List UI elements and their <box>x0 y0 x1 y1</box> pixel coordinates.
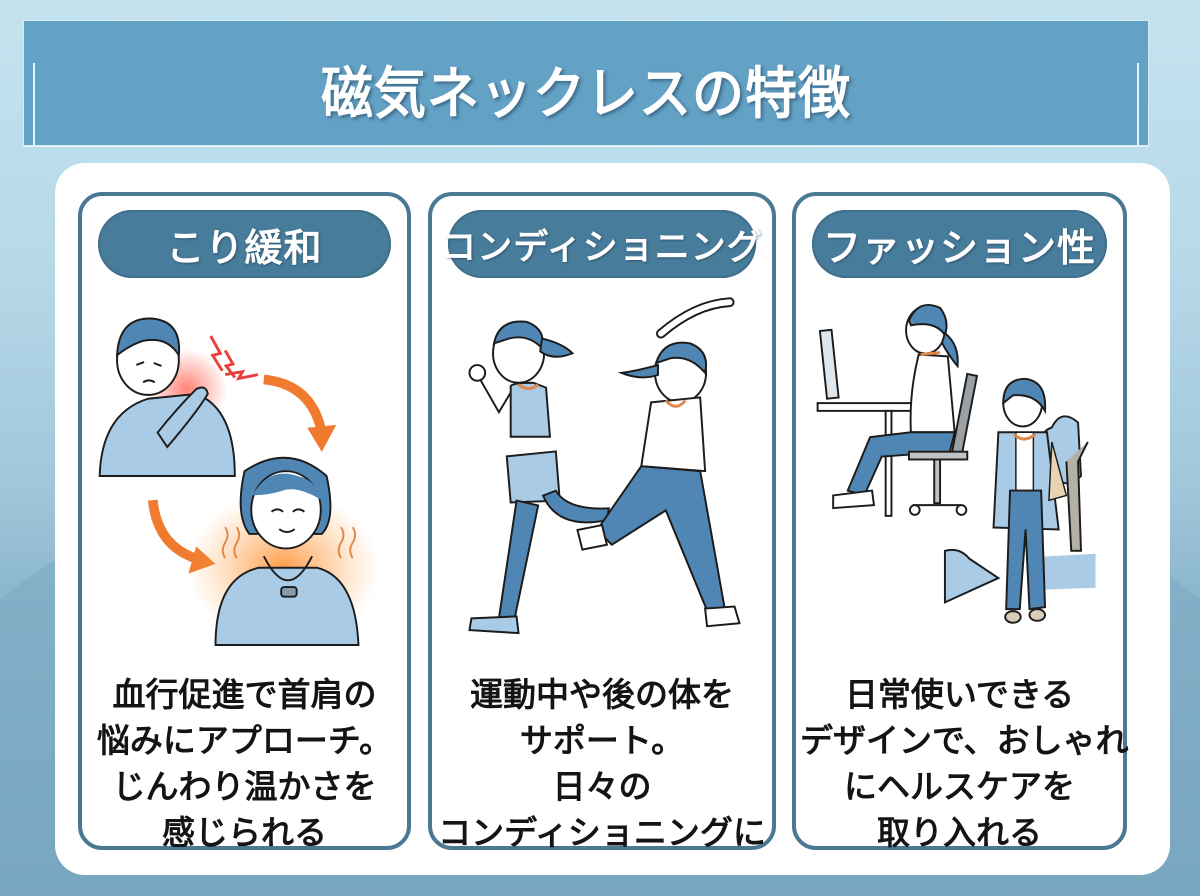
conditioning-illustration <box>440 291 764 661</box>
card-heading-pill: こり緩和 <box>98 210 391 278</box>
description-line: 日々の <box>552 767 652 806</box>
runners-icon <box>468 297 741 635</box>
description-line: コンディショニングに <box>438 813 766 852</box>
description-line: 悩みにアプローチ。 <box>96 721 393 760</box>
card-heading: コンディショニング <box>441 227 763 268</box>
card-heading: こり緩和 <box>166 225 323 270</box>
description-line: サポート。 <box>519 721 685 760</box>
feature-card-stiffness-relief: こり緩和 <box>78 192 411 852</box>
feature-card-conditioning: コンディショニング 運動中 <box>428 192 776 852</box>
description-line: じんわり温かさを <box>112 767 377 806</box>
description-line: 血行促進で首肩の <box>112 675 377 714</box>
card-description: 運動中や後の体を サポート。 日々の コンディショニングに <box>436 672 768 856</box>
fashion-illustration <box>804 291 1115 661</box>
description-line: デザインで、おしゃれ <box>800 721 1129 760</box>
description-line: 感じられる <box>162 813 327 852</box>
description-line: 取り入れる <box>877 813 1042 852</box>
card-description: 日常使いできる デザインで、おしゃれ にヘルスケアを 取り入れる <box>800 672 1129 856</box>
card-heading: ファッション性 <box>822 225 1096 270</box>
office-and-park-icon <box>816 304 1096 624</box>
stiffness-relief-illustration <box>90 291 399 661</box>
banner-right-rule <box>1137 63 1139 147</box>
card-heading-pill: ファッション性 <box>812 210 1107 278</box>
neck-pain-relief-icon <box>98 317 380 646</box>
feature-card-fashion: ファッション性 <box>792 192 1129 852</box>
title-banner: 磁気ネックレスの特徴 <box>23 20 1149 147</box>
description-line: にヘルスケアを <box>844 767 1075 806</box>
description-line: 運動中や後の体を <box>470 675 734 714</box>
banner-left-rule <box>33 63 35 147</box>
page-title: 磁気ネックレスの特徴 <box>320 62 851 127</box>
card-heading-pill: コンディショニング <box>441 210 762 278</box>
description-line: 日常使いできる <box>844 675 1075 714</box>
card-description: 血行促進で首肩の 悩みにアプローチ。 じんわり温かさを 感じられる <box>86 672 403 856</box>
